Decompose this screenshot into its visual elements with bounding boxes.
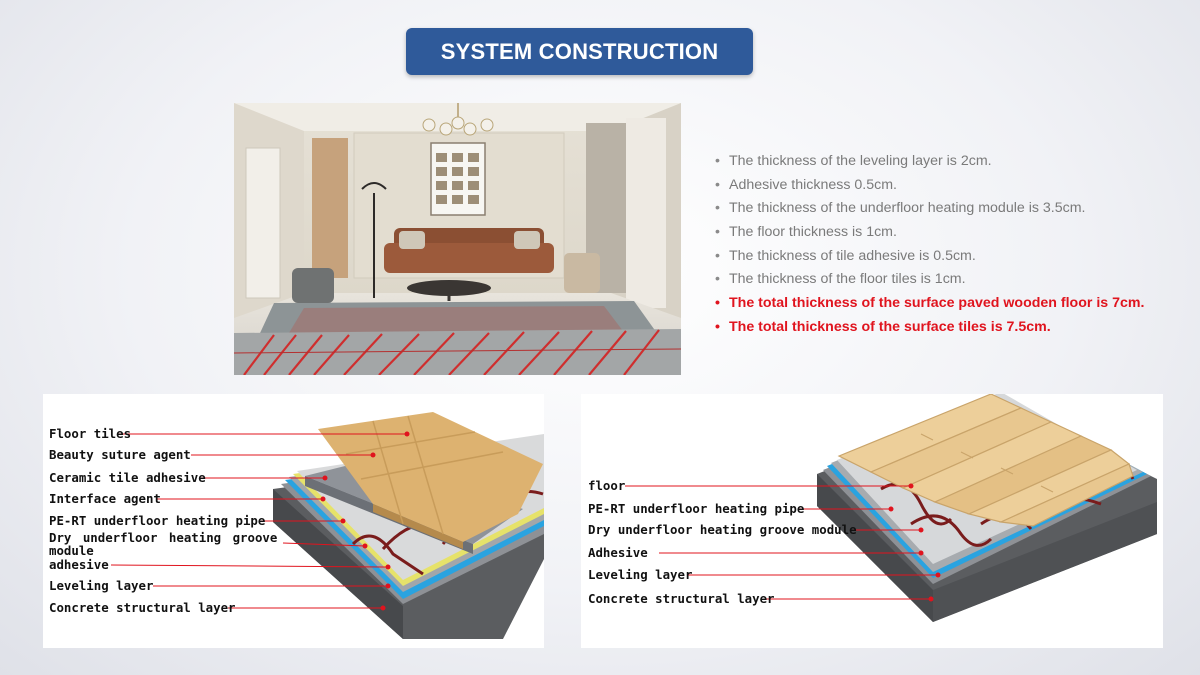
label-pert-heating-pipe: PE-RT underfloor heating pipe <box>49 513 266 528</box>
spec-total-tiles: The total thickness of the surface tiles… <box>715 316 1144 340</box>
label-leveling-layer: Leveling layer <box>49 578 154 593</box>
label-floor-tiles: Floor tiles <box>49 426 132 441</box>
label-adhesive: Adhesive <box>588 545 648 560</box>
page-title: SYSTEM CONSTRUCTION <box>440 38 719 64</box>
spec-heating-module: The thickness of the underfloor heating … <box>715 197 1144 221</box>
section-title-banner: SYSTEM CONSTRUCTION <box>406 28 753 75</box>
label-groove-module: Dry underfloor heating groove module <box>49 530 278 558</box>
spec-tile-adhesive: The thickness of tile adhesive is 0.5cm. <box>715 245 1144 269</box>
label-leveling-layer: Leveling layer <box>588 567 693 582</box>
tile-floor-diagram: Floor tiles Beauty suture agent Ceramic … <box>43 394 544 648</box>
label-concrete-layer: Concrete structural layer <box>588 591 775 606</box>
spec-total-wood: The total thickness of the surface paved… <box>715 292 1144 316</box>
label-pert-heating-pipe: PE-RT underfloor heating pipe <box>588 501 805 516</box>
label-beauty-suture-agent: Beauty suture agent <box>49 447 191 462</box>
label-ceramic-tile-adhesive: Ceramic tile adhesive <box>49 470 206 485</box>
wood-floor-diagram: floor PE-RT underfloor heating pipe Dry … <box>581 394 1163 648</box>
thickness-spec-list: The thickness of the leveling layer is 2… <box>715 150 1144 340</box>
spec-floor-tiles: The thickness of the floor tiles is 1cm. <box>715 268 1144 292</box>
spec-adhesive: Adhesive thickness 0.5cm. <box>715 174 1144 198</box>
label-groove-module: Dry underfloor heating groove module <box>588 522 857 537</box>
label-floor: floor <box>588 478 626 493</box>
living-room-photo <box>234 103 681 375</box>
spec-leveling-layer: The thickness of the leveling layer is 2… <box>715 150 1144 174</box>
label-adhesive: adhesive <box>49 557 109 572</box>
spec-floor: The floor thickness is 1cm. <box>715 221 1144 245</box>
label-interface-agent: Interface agent <box>49 491 161 506</box>
label-concrete-layer: Concrete structural layer <box>49 600 236 615</box>
